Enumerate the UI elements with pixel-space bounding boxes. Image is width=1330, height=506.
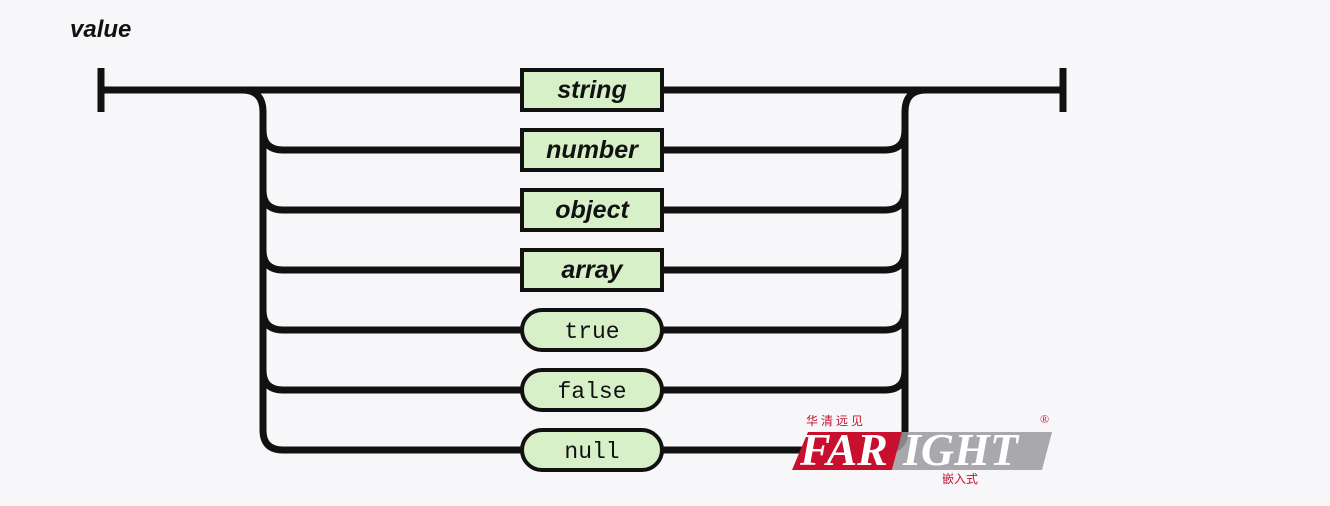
right-rail bbox=[901, 86, 927, 430]
branch-line-out-true bbox=[662, 309, 909, 334]
branch-line-out-false bbox=[662, 369, 909, 394]
nonterminal-array-label: array bbox=[561, 256, 623, 284]
literal-false-label: false bbox=[557, 379, 626, 405]
watermark-text-right: IGHT bbox=[902, 424, 1020, 475]
nonterminal-number-box bbox=[520, 128, 664, 172]
watermark-tagline-top: 华 清 远 见 bbox=[806, 414, 863, 428]
literal-true-box bbox=[520, 308, 664, 352]
nonterminal-object-label: object bbox=[555, 196, 630, 224]
literal-null-box bbox=[520, 428, 664, 472]
branch-line-in-object bbox=[259, 189, 522, 214]
diagram-title: value bbox=[70, 16, 131, 43]
watermark-gray-band bbox=[892, 432, 1052, 470]
watermark-logo: 华 清 远 见 ® FAR IGHT 嵌入式 bbox=[792, 412, 1052, 486]
nonterminal-string-label: string bbox=[557, 76, 626, 104]
branch-line-in-false bbox=[259, 369, 522, 394]
left-rail bbox=[241, 86, 267, 430]
branch-line-out-number bbox=[662, 129, 909, 154]
nonterminal-object-box bbox=[520, 188, 664, 232]
watermark-red-band bbox=[792, 432, 902, 470]
literal-null-label: null bbox=[564, 439, 619, 465]
branch-line-out-object bbox=[662, 189, 909, 214]
branch-line-out-array bbox=[662, 249, 909, 274]
branch-line-in-null bbox=[259, 429, 522, 454]
branch-line-in-number bbox=[259, 129, 522, 154]
literal-false-box bbox=[520, 368, 664, 412]
nonterminal-array-box bbox=[520, 248, 664, 292]
nonterminal-number-label: number bbox=[546, 136, 639, 164]
watermark-text-left: FAR bbox=[799, 424, 888, 475]
branch-line-in-true bbox=[259, 309, 522, 334]
watermark-registered: ® bbox=[1040, 412, 1049, 426]
literal-true-label: true bbox=[564, 319, 619, 345]
nonterminal-string-box bbox=[520, 68, 664, 112]
watermark-tagline-bottom: 嵌入式 bbox=[942, 472, 978, 486]
branch-line-in-array bbox=[259, 249, 522, 274]
